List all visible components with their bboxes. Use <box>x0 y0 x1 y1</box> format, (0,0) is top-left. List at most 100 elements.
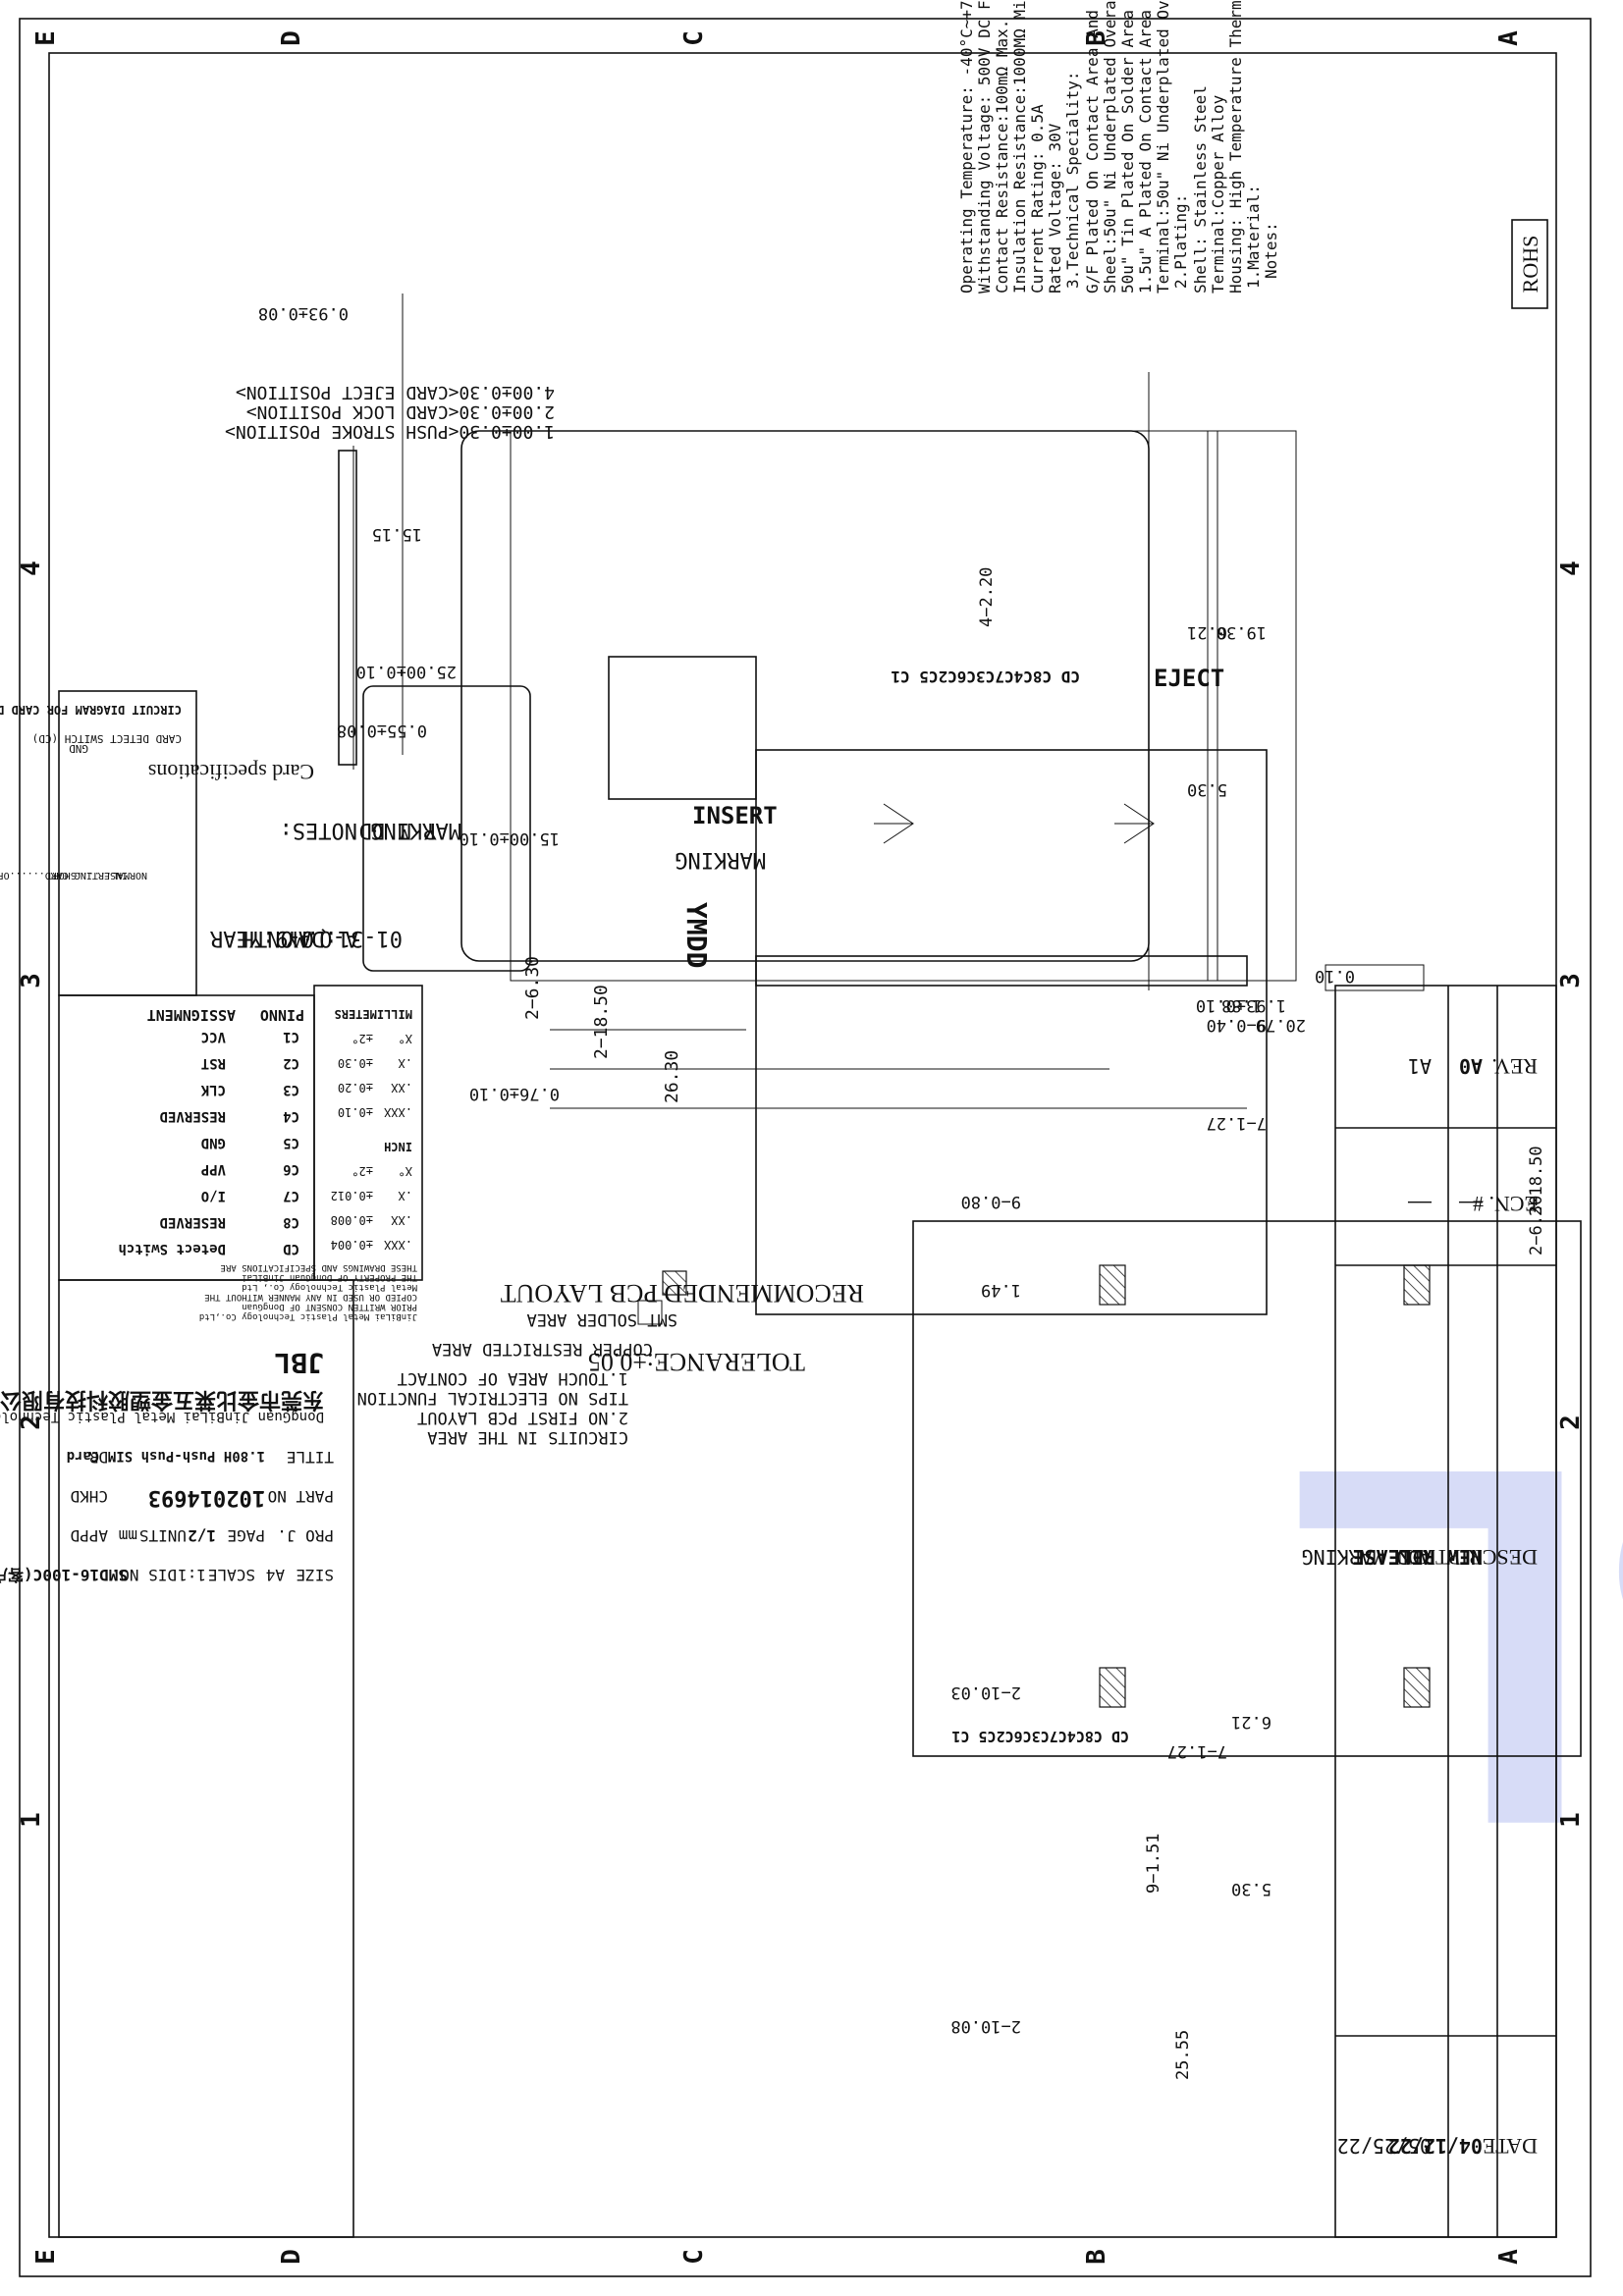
rohs-box: ROHS <box>1511 219 1548 309</box>
disclaimer-1: THE PROPERTY OF DongGuan JinBiLai <box>242 1272 417 1282</box>
pin-row-4-val: GND <box>201 1135 226 1150</box>
pin-row-1-val: RST <box>201 1055 226 1071</box>
side-view: 0.93±0.08 15.15 0.55±0.08 <box>258 294 427 770</box>
tol-r3-c3: ±0.004 <box>331 1238 373 1252</box>
dim-1-93: 1.93±0.10 <box>1196 995 1286 1015</box>
chip-area <box>608 656 757 800</box>
zone-d-bottom: D <box>277 30 306 46</box>
pcb-note-2a: 2.NO FIRST PCB LAYOUT <box>417 1408 628 1427</box>
pin-row-2-no: C3 <box>283 1082 299 1097</box>
pin-row-0-val: VCC <box>201 1029 226 1044</box>
row0-rev: A0 <box>1459 1054 1483 1078</box>
tol-r3-c0: .XXX <box>383 1105 412 1119</box>
bottom-body <box>755 749 1268 1315</box>
bottom-view: 4−2.20 20.79 9−0.40 7−1.27 <box>755 567 1306 1315</box>
pin-row-7-val: RESERVED <box>160 1214 226 1230</box>
dim-lock: 2.00±0.30<CARD LOCK POSITION> <box>246 401 555 422</box>
page-label: PAGE <box>227 1526 265 1545</box>
notes-line-8: 50u" Tin Plated On Solder Area <box>1118 10 1137 294</box>
pin-row-8-val: Detect Switch <box>118 1241 226 1256</box>
circuit-diagram: CIRCUIT DIAGRAM FOR CARD DETECT SWITCH C… <box>0 690 197 996</box>
circuit-switch: CARD DETECT SWITCH (CD) <box>32 732 182 745</box>
notes-line-10: G/F Plated On Contact Area And Solder Ar… <box>1083 0 1102 294</box>
pin-row-5-val: VPP <box>201 1161 226 1177</box>
zone-a-bottom: A <box>1494 30 1524 46</box>
outer-border <box>19 18 1592 2277</box>
dim-19-30: 19.30 <box>1217 622 1267 642</box>
dim-4-2-20: 4−2.20 <box>977 567 997 627</box>
dim-0-55: 0.55±0.08 <box>337 721 427 740</box>
size-value: A4 <box>266 1566 285 1584</box>
pcb-note-1b: TIPS NO ELECTRICAL FUNCTION <box>357 1388 628 1408</box>
zone-3-left: 3 <box>1556 973 1586 988</box>
notes-line-6: Terminal:50u" Ni Underplated Overall <box>1154 0 1172 294</box>
pcb-dim-2-10-08: 2−10.08 <box>950 2016 1021 2036</box>
pin-row-3-val: RESERVED <box>160 1108 226 1124</box>
appd-label: APPD <box>70 1526 108 1545</box>
logo: JBL <box>274 1347 324 1379</box>
tol-r0-c2: X° <box>399 1164 412 1178</box>
legend-smt: SMT SOLDER AREA <box>526 1309 677 1329</box>
notes-line-11: 3.Technical Speciality: <box>1063 71 1082 289</box>
tol-inch-header: INCH <box>384 1140 412 1153</box>
dim-1-88: 1.88 <box>1221 995 1262 1015</box>
pcb-pad-4 <box>1403 1667 1431 1708</box>
pcb-pad-3 <box>1099 1667 1126 1708</box>
dr-label: DR <box>88 1448 108 1467</box>
tol-r2-c1: ±0.20 <box>338 1081 373 1095</box>
notes-block: Notes: 1.Material: Housing: High Tempera… <box>957 0 1280 294</box>
pcb-dim-25-55: 25.55 <box>1173 2030 1193 2080</box>
notes-line-2: Housing: High Temperature Thermoplastic <box>1226 0 1245 294</box>
tol-r0-c1: ±2° <box>352 1032 373 1045</box>
zone-d-top: D <box>277 2249 306 2265</box>
notes-line-9: Sheel:50u" Ni Underplated Overall <box>1101 0 1119 294</box>
rohs-label: ROHS <box>1518 236 1542 294</box>
scale-value: 1:1 <box>178 1566 206 1584</box>
ymdd-label: YMDD <box>680 902 713 968</box>
tol-r1-c1: ±0.30 <box>338 1056 373 1070</box>
tol-r0-c3: ±2° <box>352 1164 373 1178</box>
chkd-label: CHKD <box>70 1487 108 1506</box>
size-label: SIZE <box>296 1566 334 1584</box>
pin-row-6-val: I/O <box>201 1188 226 1203</box>
pcb-layout: RECOMMENDED PCB LAYOUT TOLERANCE:±0.05 S… <box>357 1146 1582 2080</box>
marking-label: MARKING <box>675 847 766 872</box>
pin-row-2-val: CLK <box>200 1082 226 1097</box>
title-label: TITLE <box>287 1448 334 1467</box>
tol-r1-c2: .X <box>398 1189 412 1202</box>
pcb-outline <box>912 1220 1582 1757</box>
date-header: DATE <box>1483 2134 1538 2159</box>
part-no-label: PART NO. <box>258 1487 334 1506</box>
disclaimer-4: PRIOR WRITTEN CONSENT OF DongGuan <box>242 1302 417 1311</box>
tol-r1-c0: .X <box>398 1056 412 1070</box>
zone-e-bottom: E <box>31 30 61 46</box>
card-spec-label: Card specifications <box>148 760 314 784</box>
zone-c-top: C <box>679 2249 709 2265</box>
top-view: EJECT INSERT MARKING YMDD CD C8C4C7C3C6C… <box>225 372 1297 1109</box>
card-spec: 25.00±0.10 15.00±0.10 0.76±0.10 Card spe… <box>148 662 560 1103</box>
part-no-value: 102014693 <box>148 1485 265 1510</box>
notes-line-4: Shell: Stainless Steel <box>1191 85 1210 294</box>
zone-2-right: 2 <box>17 1415 46 1430</box>
zone-3-right: 3 <box>17 973 46 988</box>
tol-r2-c0: .XX <box>391 1081 412 1095</box>
flatness-value: 0.10 <box>1315 966 1355 986</box>
watermark: JBL <box>1284 1362 1623 1933</box>
notes-line-3: Terminal:Copper Alloy <box>1209 94 1227 294</box>
pin-header-no: PINNO <box>260 1006 304 1024</box>
tol-r3-c2: .XXX <box>383 1238 412 1252</box>
tol-r2-c2: .XX <box>391 1213 412 1227</box>
pin-row-3-no: C4 <box>283 1108 299 1124</box>
dim-eject: 4.00±0.30<CARD EJECT POSITION> <box>236 382 555 402</box>
pin-table: PINNO ASSIGNMENT C1 VCC C2 RST C3 CLK C4… <box>58 994 315 1281</box>
marking-month: A-Q:MONTH <box>242 926 358 950</box>
notes-line-12: Rated Voltage: 30V <box>1046 123 1064 294</box>
dim-5-30: 5.30 <box>1187 779 1227 799</box>
copper-legend-box <box>637 1300 663 1325</box>
zone-2-left: 2 <box>1556 1415 1586 1430</box>
dis-no-label: DIS NO. <box>111 1566 177 1584</box>
marking-year: 0-9:YEAR <box>209 926 314 950</box>
row1-rev: A1 <box>1408 1054 1432 1078</box>
pcb-dim-1-49: 1.49 <box>981 1280 1021 1300</box>
